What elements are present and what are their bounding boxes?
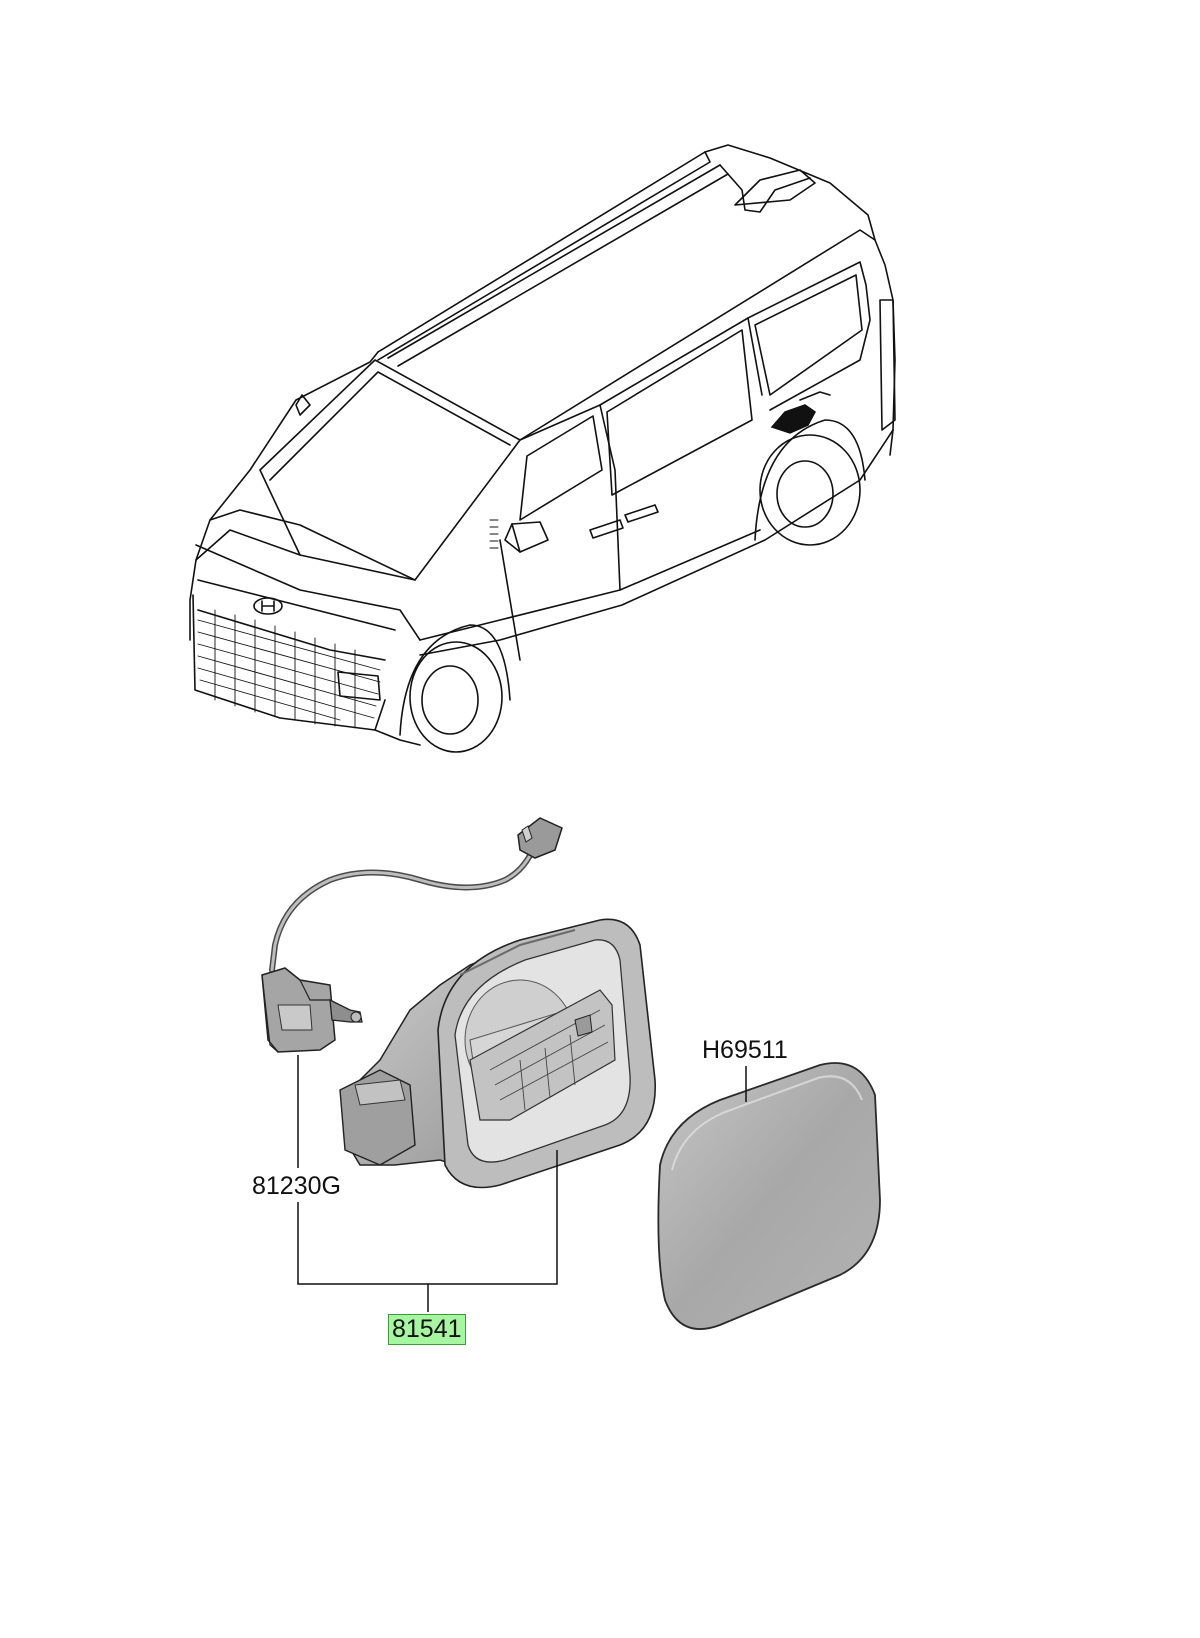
vehicle-illustration [189, 144, 896, 753]
part-label-81541[interactable]: 81541 [388, 1314, 466, 1345]
fuel-door-location-icon [770, 404, 816, 434]
part-label-h69511[interactable]: H69511 [702, 1036, 788, 1064]
leader-lines [297, 1055, 747, 1312]
fuel-door-actuator [261, 817, 563, 1053]
part-label-81230g[interactable]: 81230G [252, 1172, 341, 1200]
fuel-filler-housing [339, 918, 656, 1189]
fuel-door-cover [657, 1062, 881, 1330]
